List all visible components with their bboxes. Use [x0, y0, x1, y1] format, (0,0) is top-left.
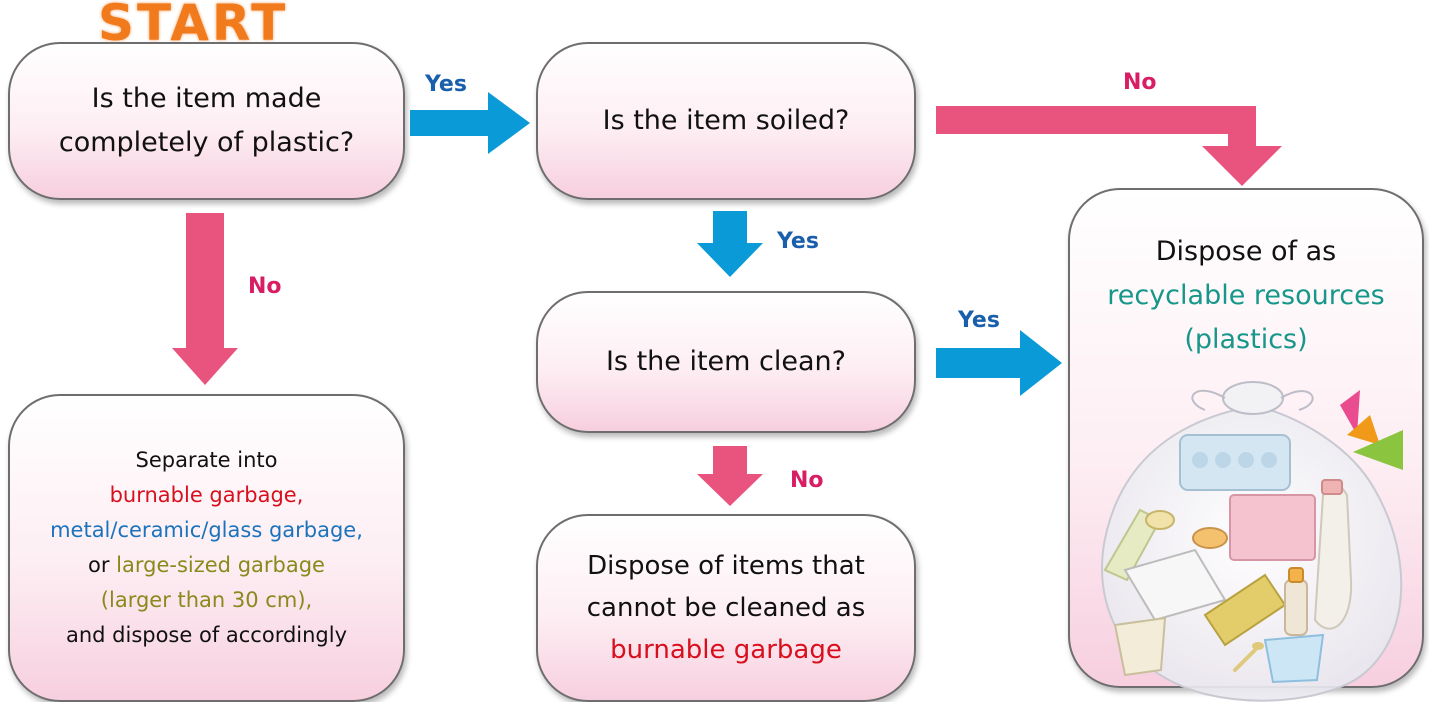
- dispose-burnable-line2: cannot be cleaned as: [586, 593, 866, 623]
- separate-last: and dispose of accordingly: [65, 623, 348, 647]
- question-plastic-box: Is the item made completely of plastic?: [8, 42, 405, 200]
- question-soiled-box: Is the item soiled?: [536, 42, 916, 200]
- label-yes-clean: Yes: [958, 308, 1000, 333]
- separate-box: Separate into burnable garbage, metal/ce…: [8, 394, 405, 702]
- arrow-yes-plastic-to-soiled: [410, 92, 530, 154]
- arrow-yes-clean-to-recyclable: [936, 330, 1062, 396]
- separate-large-line: or large-sized garbage: [88, 548, 325, 583]
- label-no-soiled: No: [1123, 70, 1157, 95]
- separate-or: or: [88, 553, 117, 577]
- arrow-no-plastic-to-separate: [172, 213, 238, 385]
- dispose-recyclable-line2: recyclable resources: [1107, 280, 1385, 311]
- label-no-plastic: No: [248, 274, 282, 299]
- separate-metal: metal/ceramic/glass garbage,: [50, 518, 363, 542]
- dispose-burnable-box: Dispose of items that cannot be cleaned …: [536, 514, 916, 702]
- separate-large: large-sized garbage: [116, 553, 325, 577]
- arrow-yes-soiled-to-clean: [697, 211, 763, 277]
- separate-larger: (larger than 30 cm),: [100, 588, 313, 612]
- arrow-no-clean-to-burnable: [697, 446, 763, 506]
- label-no-clean: No: [790, 468, 824, 493]
- label-yes-soiled: Yes: [777, 229, 819, 254]
- plastic-garbage-bag-icon: [1101, 381, 1403, 702]
- separate-burnable: burnable garbage,: [109, 483, 304, 507]
- dispose-recyclable-line1: Dispose of as: [1155, 236, 1337, 267]
- question-soiled-text: Is the item soiled?: [602, 105, 850, 136]
- label-yes-plastic: Yes: [425, 72, 467, 97]
- dispose-recyclable-line3: (plastics): [1184, 324, 1308, 355]
- question-plastic-line1: Is the item made: [91, 83, 322, 114]
- separate-line1: Separate into: [135, 448, 278, 472]
- question-clean-box: Is the item clean?: [536, 291, 916, 433]
- dispose-burnable-line1: Dispose of items that: [587, 551, 865, 581]
- dispose-burnable-line3: burnable garbage: [610, 635, 842, 665]
- arrow-no-soiled-to-recyclable: [936, 106, 1282, 186]
- question-clean-text: Is the item clean?: [605, 346, 847, 377]
- question-plastic-line2: completely of plastic?: [58, 127, 355, 158]
